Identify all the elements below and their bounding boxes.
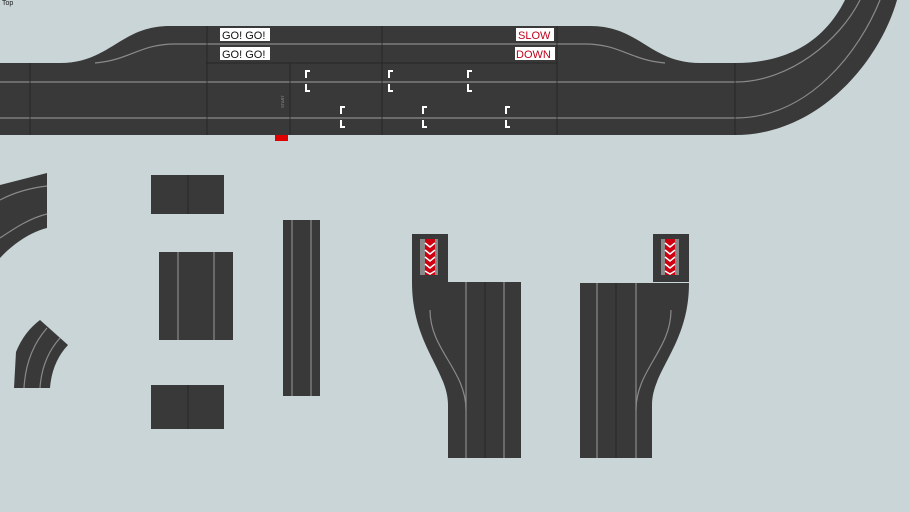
start-grid-markers bbox=[305, 70, 510, 128]
slow-sign: SLOW bbox=[518, 30, 551, 42]
curve-piece-left[interactable] bbox=[0, 173, 48, 258]
go-sign-1: GO! GO! bbox=[222, 30, 265, 42]
down-sign-bg bbox=[515, 47, 555, 60]
start-label: START bbox=[280, 95, 285, 108]
go-sign-2-bg bbox=[220, 47, 270, 60]
go-sign-1-bg bbox=[220, 28, 270, 41]
pit-lane-piece-left[interactable] bbox=[412, 234, 521, 458]
view-label: Top bbox=[2, 0, 14, 7]
chevron-icon bbox=[664, 239, 676, 275]
straight-piece-short-1[interactable] bbox=[151, 175, 224, 214]
down-sign: DOWN bbox=[516, 49, 551, 61]
curve-piece-small[interactable] bbox=[14, 320, 68, 389]
straight-piece-square[interactable] bbox=[159, 252, 233, 340]
pit-lane-piece-right[interactable] bbox=[580, 234, 689, 458]
chevron-icon bbox=[424, 239, 436, 275]
start-marker bbox=[275, 135, 288, 141]
straight-piece-long[interactable] bbox=[283, 220, 320, 396]
go-sign-2: GO! GO! bbox=[222, 49, 265, 61]
main-track[interactable]: GO! GO! GO! GO! SLOW DOWN START bbox=[0, 0, 897, 141]
slow-sign-bg bbox=[516, 28, 554, 41]
straight-piece-short-2[interactable] bbox=[151, 385, 224, 429]
